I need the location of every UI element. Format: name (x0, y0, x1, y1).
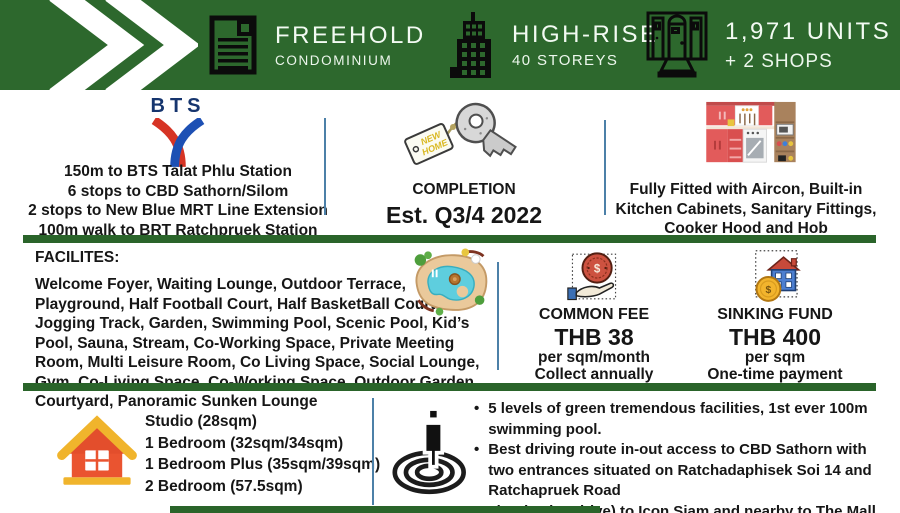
unit-types-list: Studio (28sqm) 1 Bedroom (32sqm/34sqm) 1… (145, 411, 380, 497)
common-fee-label: COMMON FEE (538, 306, 650, 323)
person-location-radar-icon (392, 407, 466, 495)
unit-type: 1 Bedroom Plus (35sqm/39sqm) (145, 456, 381, 473)
svg-text:$: $ (594, 264, 601, 276)
chevrons-icon (49, 0, 198, 90)
common-fee-amount: THB 38 (554, 324, 634, 350)
divider-row4 (372, 398, 374, 505)
house-icon (57, 415, 137, 485)
sinking-fund-note: One-time payment (707, 365, 843, 383)
transport-line: 6 stops to CBD Sathorn/Silom (67, 182, 289, 200)
feature-units: 1,971 UNITS + 2 SHOPS (645, 10, 891, 80)
transport-lines: 150m to BTS Talat Phlu Station 6 stops t… (10, 162, 346, 240)
highlight-text: Best driving route in-out access to CBD … (488, 441, 872, 499)
divider-row2-left (324, 118, 326, 215)
completion-estimate: Est. Q3/4 2022 (386, 201, 542, 228)
sinking-fund-block: SINKING FUND THB 400 per sqm One-time pa… (680, 307, 870, 383)
completion-block: COMPLETION Est. Q3/4 2022 (374, 180, 554, 228)
key-with-tag-icon: NEW HOME (404, 102, 517, 165)
bts-swoosh-icon (151, 118, 205, 168)
section-divider-bar (23, 235, 876, 243)
bullet-icon: • (474, 400, 480, 417)
unit-type: 1 Bedroom (32sqm/34sqm) (145, 434, 344, 452)
common-fee-note: Collect annually (534, 365, 654, 383)
transport-line: 100m walk to BRT Ratchpruek Station (38, 221, 318, 239)
divider-row2-right (604, 120, 606, 215)
highlight-text: 4km (9mins drive) to Icon Siam and nearb… (488, 502, 876, 513)
swimming-pool-icon (414, 248, 488, 316)
unit-type: 2 Bedroom (57.5sqm) (145, 477, 303, 495)
transport-line: 2 stops to New Blue MRT Line Extension (28, 202, 328, 219)
kitchen-icon (706, 101, 796, 163)
coin-in-hand-icon: $ (567, 252, 617, 301)
svg-text:$: $ (766, 285, 772, 296)
highlight-item: • 5 levels of green tremendous facilitie… (474, 399, 878, 440)
facilities-heading: FACILITES: (35, 249, 120, 266)
divider-row3 (497, 262, 499, 370)
feature-subtitle: 40 STOREYS (512, 52, 619, 69)
sinking-fund-amount: THB 400 (728, 324, 822, 350)
bts-logo: BTS (138, 95, 218, 168)
house-coin-icon: $ (755, 250, 801, 302)
highlight-text: 5 levels of green tremendous facilities,… (488, 400, 868, 438)
feature-subtitle: + 2 SHOPS (725, 50, 833, 72)
bottom-divider-bar (170, 506, 600, 513)
bts-logo-text: BTS (150, 95, 206, 117)
document-icon (209, 15, 257, 75)
feature-freehold: FREEHOLD CONDOMINIUM (207, 13, 426, 77)
top-banner: FREEHOLD CONDOMINIUM HIGH-RISE 40 STOREY… (0, 0, 900, 90)
section-divider-bar (23, 383, 876, 391)
highlight-item: • Best driving route in-out access to CB… (474, 440, 878, 502)
transport-line: 150m to BTS Talat Phlu Station (64, 163, 292, 180)
sinking-fund-unit: per sqm (744, 349, 806, 366)
building-icon (450, 12, 491, 78)
common-fee-block: COMMON FEE THB 38 per sqm/month Collect … (499, 307, 689, 383)
feature-title: 1,971 UNITS (725, 17, 892, 45)
bullet-icon: • (474, 441, 480, 458)
unit-type: Studio (28sqm) (145, 413, 257, 430)
sinking-fund-label: SINKING FUND (717, 306, 833, 323)
feature-highrise: HIGH-RISE 40 STOREYS (450, 11, 659, 79)
storefront-icon (646, 11, 708, 78)
feature-subtitle: CONDOMINIUM (275, 53, 393, 68)
common-fee-unit: per sqm/month (538, 349, 650, 366)
feature-title: FREEHOLD (275, 22, 426, 49)
fitting-text: Fully Fitted with Aircon, Built-in Kitch… (615, 181, 877, 237)
feature-title: HIGH-RISE (512, 21, 659, 48)
highlights-list: • 5 levels of green tremendous facilitie… (474, 399, 878, 513)
completion-label: COMPLETION (412, 181, 516, 198)
